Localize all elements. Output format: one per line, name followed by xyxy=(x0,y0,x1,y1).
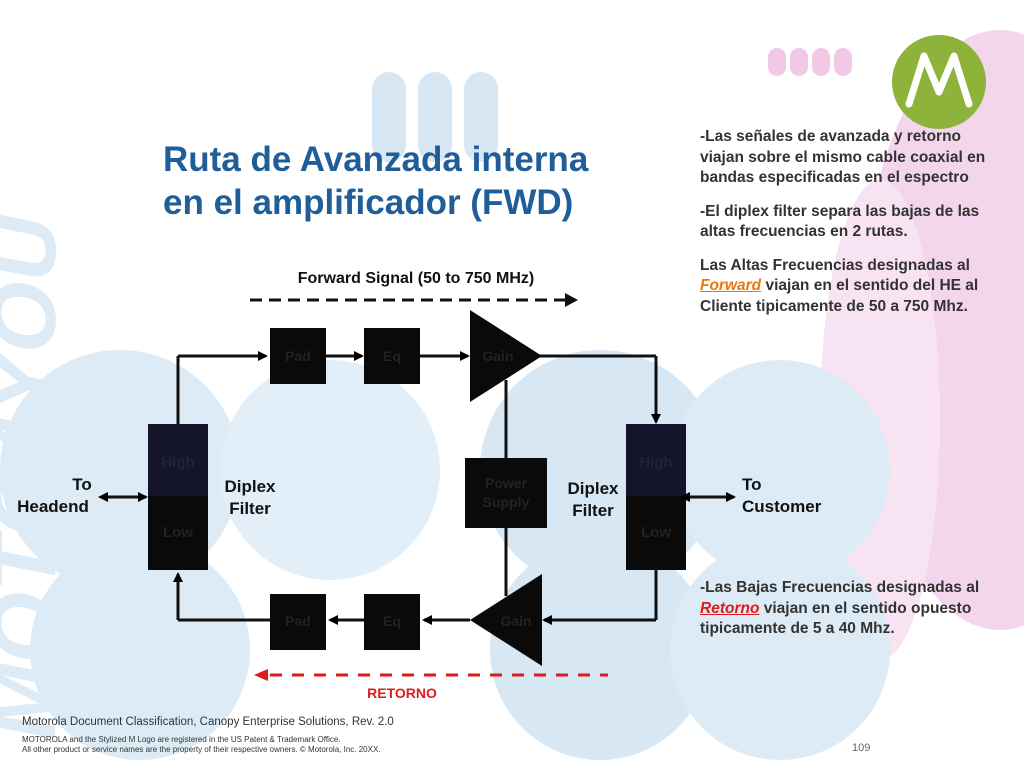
power-supply-label-2: Supply xyxy=(483,494,530,510)
page-number: 109 xyxy=(852,742,871,754)
return-label: RETORNO xyxy=(367,685,437,701)
bg-pink-shape xyxy=(834,48,852,76)
return-pad-block xyxy=(270,594,326,650)
bg-blue-shape xyxy=(670,360,890,580)
diplex-left-title-2: Filter xyxy=(229,499,271,518)
to-customer-label-2: Customer xyxy=(742,497,822,516)
title-line-1: Ruta de Avanzada interna xyxy=(163,140,589,179)
forward-eq-block xyxy=(364,328,420,384)
motorola-logo xyxy=(892,35,986,129)
forward-pad-label: Pad xyxy=(285,348,311,364)
to-headend-label-2: Headend xyxy=(17,497,89,516)
diplex-right-title-1: Diplex xyxy=(567,479,619,498)
bg-blue-shape xyxy=(464,72,498,162)
footer-classification: Motorola Document Classification, Canopy… xyxy=(22,716,394,728)
page-title: Ruta de Avanzada interna en el amplifica… xyxy=(163,138,683,224)
bg-pink-shape xyxy=(768,48,786,76)
forward-gain-label: Gain xyxy=(482,348,513,364)
footer-legal: MOTOROLA and the Stylized M Logo are reg… xyxy=(22,735,381,755)
forward-arrowhead xyxy=(565,293,578,307)
power-supply-label-1: Power xyxy=(485,475,528,491)
bg-blue-shape xyxy=(670,540,890,760)
forward-pad-block xyxy=(270,328,326,384)
diplex-right-low-label: Low xyxy=(641,524,671,541)
diplex-left-high-label: High xyxy=(161,454,194,471)
title-line-2: en el amplificador (FWD) xyxy=(163,183,574,222)
sidebar-paragraph-diplex: -El diplex filter separa las bajas de la… xyxy=(700,202,980,241)
diplex-right-high-label: High xyxy=(639,454,672,471)
return-pad-label: Pad xyxy=(285,613,311,629)
bg-blue-shape xyxy=(220,360,440,580)
return-highlight: Retorno xyxy=(700,599,760,617)
return-gain-amplifier xyxy=(470,574,542,666)
bg-blue-shape xyxy=(372,72,406,162)
bg-pink-shape xyxy=(812,48,830,76)
forward-eq-label: Eq xyxy=(383,348,401,364)
forward-signal-label: Forward Signal (50 to 750 MHz) xyxy=(298,270,534,287)
to-customer-label-1: To xyxy=(742,475,762,494)
sidebar-text-top: -Las señales de avanzada y retorno viaja… xyxy=(700,127,990,330)
sidebar-paragraph-return: -Las Bajas Frecuencias designadas al Ret… xyxy=(700,579,980,637)
diplex-left-title-1: Diplex xyxy=(224,477,276,496)
sidebar-paragraph-shared-cable: -Las señales de avanzada y retorno viaja… xyxy=(700,128,986,186)
bg-pink-shape xyxy=(790,48,808,76)
footer-legal-line-2: All other product or service names are t… xyxy=(22,745,381,754)
forward-highlight: Forward xyxy=(700,277,762,294)
diplex-right-high-block xyxy=(626,424,686,496)
return-eq-label: Eq xyxy=(383,613,401,629)
diplex-right-low-block xyxy=(626,496,686,570)
forward-gain-amplifier xyxy=(470,310,542,402)
diplex-left-high-block xyxy=(148,424,208,496)
watermark-vertical-text: MOTO4YOU xyxy=(0,213,75,740)
diplex-left-low-block xyxy=(148,496,208,570)
sidebar-paragraph-forward: Las Altas Frecuencias designadas al Forw… xyxy=(700,256,979,315)
return-eq-block xyxy=(364,594,420,650)
bg-blue-shape xyxy=(30,540,250,760)
footer-legal-line-1: MOTOROLA and the Stylized M Logo are reg… xyxy=(22,735,341,744)
return-gain-label: Gain xyxy=(500,613,531,629)
to-headend-label-1: To xyxy=(72,475,92,494)
return-arrowhead xyxy=(254,669,268,681)
diplex-right-title-2: Filter xyxy=(572,501,614,520)
sidebar-text-bottom: -Las Bajas Frecuencias designadas al Ret… xyxy=(700,578,990,653)
bg-blue-shape xyxy=(418,72,452,162)
power-supply-block xyxy=(465,458,547,528)
diplex-left-low-label: Low xyxy=(163,524,193,541)
